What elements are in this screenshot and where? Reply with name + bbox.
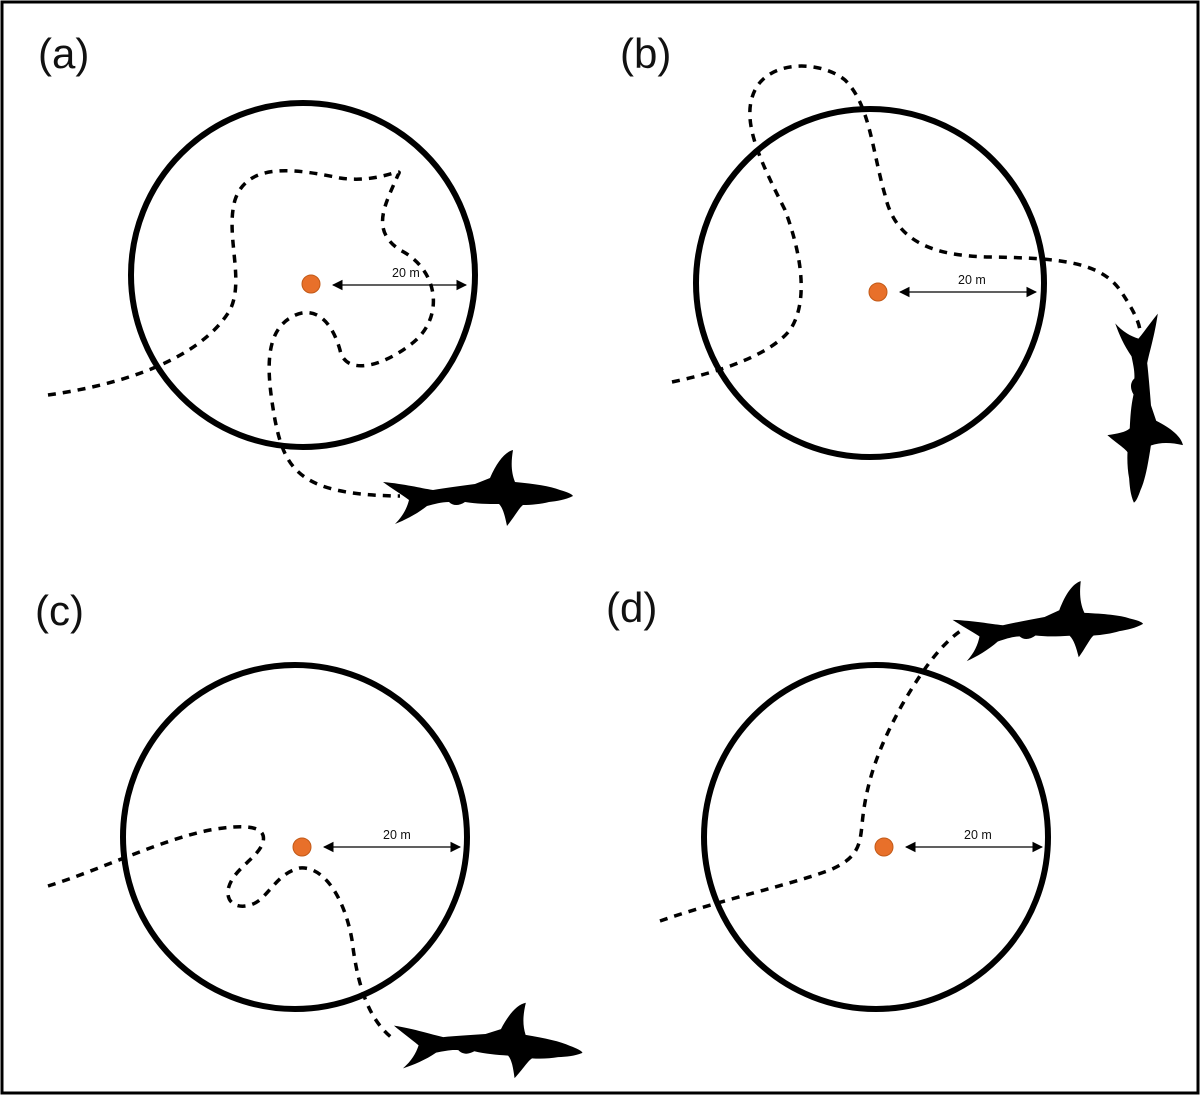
- shark-silhouette-icon: [1103, 311, 1190, 506]
- panel-a: (a) 20 m: [38, 30, 573, 526]
- bait-dot-icon: [868, 282, 888, 302]
- bait-dot-icon: [874, 837, 894, 857]
- shark-silhouette-icon: [383, 450, 573, 526]
- panel-b-label: (b): [620, 30, 671, 77]
- shark-silhouette-icon: [390, 993, 586, 1083]
- panel-a-boundary-circle: [128, 100, 478, 450]
- panel-c: (c) 20 m: [35, 587, 586, 1083]
- panel-a-distance-label: 20 m: [392, 266, 420, 280]
- panel-b-distance-label: 20 m: [958, 273, 986, 287]
- panel-b-track: [671, 64, 1142, 384]
- panel-b-boundary-circle: [693, 106, 1047, 460]
- panel-d-track: [659, 626, 966, 923]
- panel-c-distance-label: 20 m: [383, 828, 411, 842]
- panel-d-distance-label: 20 m: [964, 828, 992, 842]
- panel-a-label: (a): [38, 30, 89, 77]
- panel-c-label: (c): [35, 587, 84, 634]
- shark-silhouette-icon: [950, 577, 1145, 664]
- panel-c-track: [47, 825, 394, 1040]
- bait-dot-icon: [301, 274, 321, 294]
- panel-d-boundary-circle: [701, 662, 1051, 1012]
- panel-a-track: [47, 168, 436, 498]
- panel-c-boundary-circle: [120, 662, 470, 1012]
- panel-d-label: (d): [606, 584, 657, 631]
- bait-dot-icon: [292, 837, 312, 857]
- panel-b: (b) 20 m: [620, 30, 1190, 506]
- panel-d: (d) 20 m: [606, 577, 1145, 1012]
